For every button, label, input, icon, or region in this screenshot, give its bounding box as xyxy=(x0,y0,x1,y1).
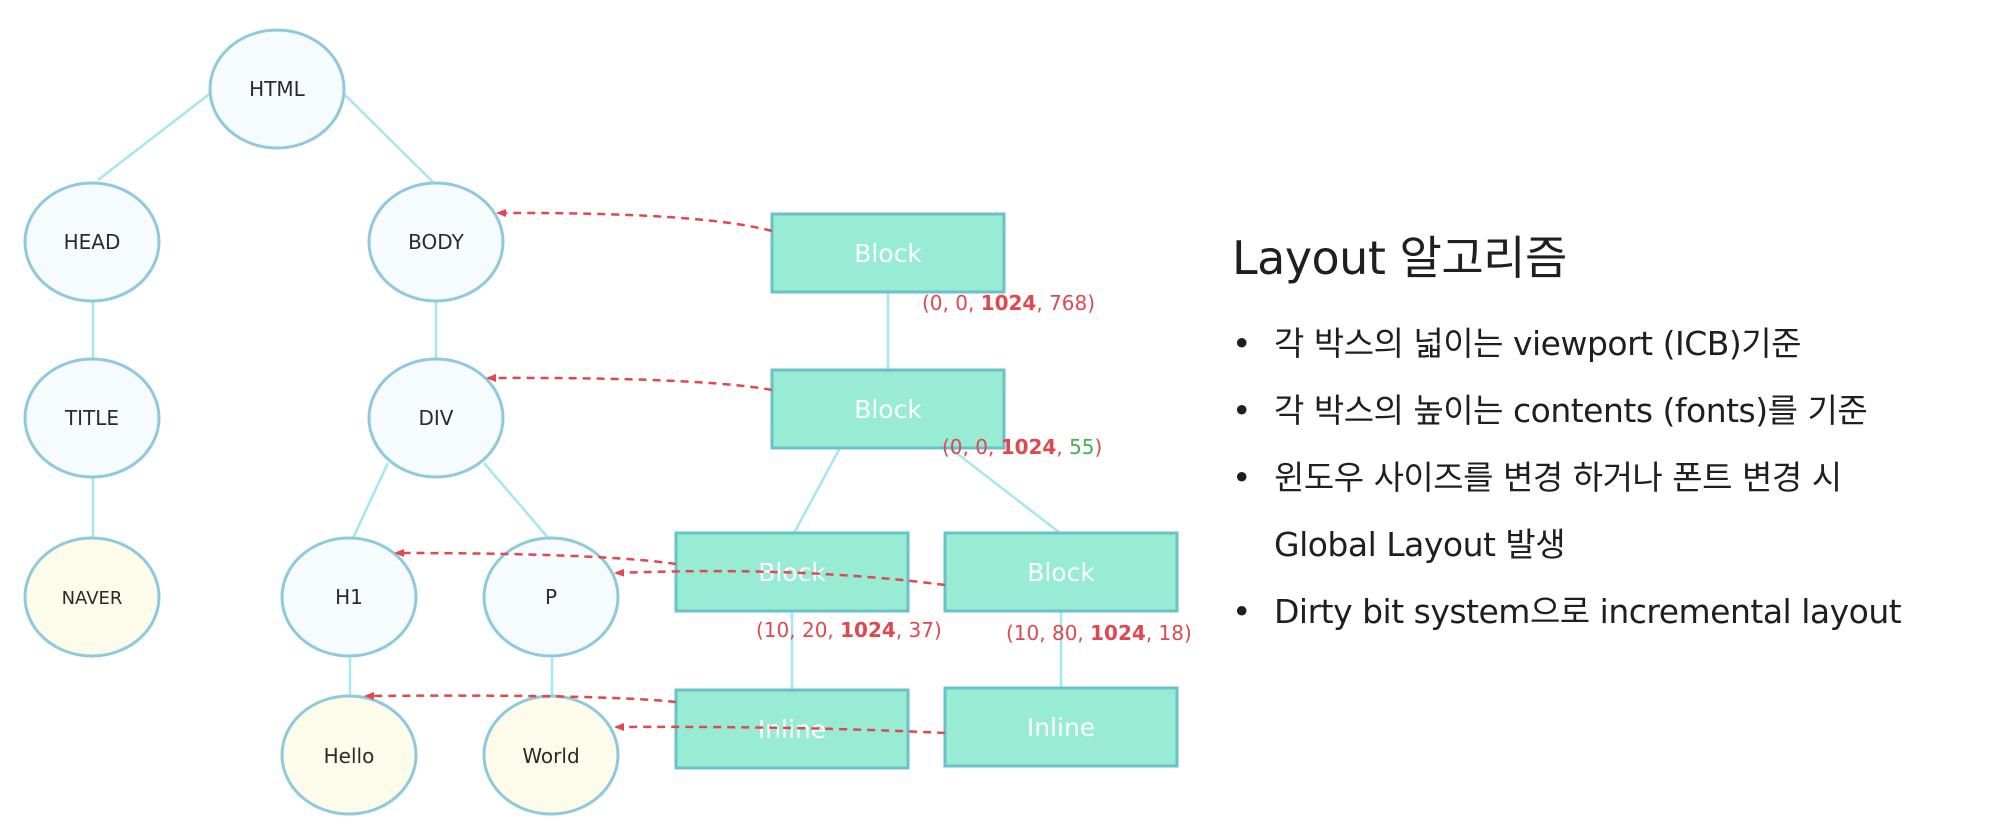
dom-node-label: P xyxy=(545,585,557,609)
dom-node-html: HTML xyxy=(208,28,346,150)
dom-node-div: DIV xyxy=(367,357,505,479)
dom-node-label: World xyxy=(522,744,579,768)
dom-node-label: Hello xyxy=(324,744,375,768)
bullet-text: 윈도우 사이즈를 변경 하거나 폰트 변경 시 xyxy=(1274,458,1842,497)
dom-node-world: World xyxy=(482,694,620,816)
dom-node-label: TITLE xyxy=(64,406,119,430)
dom-node-p: P xyxy=(482,536,620,658)
layout-box-block-h1: Block xyxy=(674,531,910,613)
dom-node-label: DIV xyxy=(419,406,454,430)
dom-node-label: NAVER xyxy=(62,588,123,609)
arrow-inline-h1-to-hello xyxy=(364,691,677,704)
dom-node-title: TITLE xyxy=(23,357,161,479)
bullet-continuation: Global Layout 발생 xyxy=(1274,525,1566,564)
arrow-block-div-to-div xyxy=(486,373,773,392)
dom-node-label: BODY xyxy=(408,230,464,254)
dom-node-label: HEAD xyxy=(64,230,121,254)
dom-node-head: HEAD xyxy=(23,181,161,303)
bullet-text: 각 박스의 높이는 contents (fonts)를 기준 xyxy=(1274,391,1868,430)
render-tree-diagram: HTML HEAD BODY TITLE DIV NAVER H1 P Hell… xyxy=(23,28,1192,816)
layout-box-label: Block xyxy=(854,395,922,424)
edge-div-h1 xyxy=(350,462,390,541)
bullet-item: Dirty bit system으로 incremental layout xyxy=(1232,578,1992,645)
layout-box-inline-p: Inline xyxy=(943,686,1179,768)
arrow-block-h1-to-h1 xyxy=(394,549,677,566)
layout-box-label: Block xyxy=(854,239,922,268)
edge-html-body xyxy=(341,91,435,184)
layout-box-block-p: Block xyxy=(943,531,1179,613)
bullet-item: 각 박스의 넓이는 viewport (ICB)기준 xyxy=(1232,310,1992,377)
bullet-item: 각 박스의 높이는 contents (fonts)를 기준 xyxy=(1232,377,1992,444)
arrow-block-p-to-p xyxy=(614,568,946,587)
dom-node-label: HTML xyxy=(249,77,306,101)
edge-block-div-p xyxy=(949,447,1061,534)
dom-node-naver: NAVER xyxy=(23,536,161,658)
coord-label-p: (10, 80, 1024, 18) xyxy=(1006,621,1192,645)
bullet-text: 각 박스의 넓이는 viewport (ICB)기준 xyxy=(1274,324,1802,363)
layout-box-label: Block xyxy=(1027,558,1095,587)
layout-box-block-div: Block xyxy=(770,368,1006,450)
panel-title: Layout 알고리즘 xyxy=(1232,231,1567,285)
bullet-text: Dirty bit system으로 incremental layout xyxy=(1274,592,1902,631)
arrow-inline-p-to-world xyxy=(614,722,946,735)
layout-tree-edges xyxy=(790,292,1063,690)
mapping-arrows xyxy=(364,208,946,735)
edge-html-head xyxy=(97,91,213,181)
dom-node-body: BODY xyxy=(367,181,505,303)
coord-label-h1: (10, 20, 1024, 37) xyxy=(756,618,942,642)
dom-node-h1: H1 xyxy=(280,536,418,658)
dom-node-hello: Hello xyxy=(280,694,418,816)
layout-box-label: Inline xyxy=(1027,713,1095,742)
coord-label-div: (0, 0, 1024, 55) xyxy=(942,435,1102,459)
dom-tree-edges xyxy=(91,91,554,700)
dom-node-label: H1 xyxy=(335,585,363,609)
edge-block-div-h1 xyxy=(792,447,842,534)
edge-div-p xyxy=(483,462,551,541)
layout-box-block-root: Block xyxy=(770,212,1006,294)
arrow-block-root-to-body xyxy=(496,208,773,233)
bullet-item: 윈도우 사이즈를 변경 하거나 폰트 변경 시 Global Layout 발생 xyxy=(1232,444,1992,578)
coord-label-root: (0, 0, 1024, 768) xyxy=(922,291,1095,315)
bullet-list: 각 박스의 넓이는 viewport (ICB)기준 각 박스의 높이는 con… xyxy=(1232,310,1992,645)
explanation-panel: Layout 알고리즘 각 박스의 넓이는 viewport (ICB)기준 각… xyxy=(1232,222,1992,645)
